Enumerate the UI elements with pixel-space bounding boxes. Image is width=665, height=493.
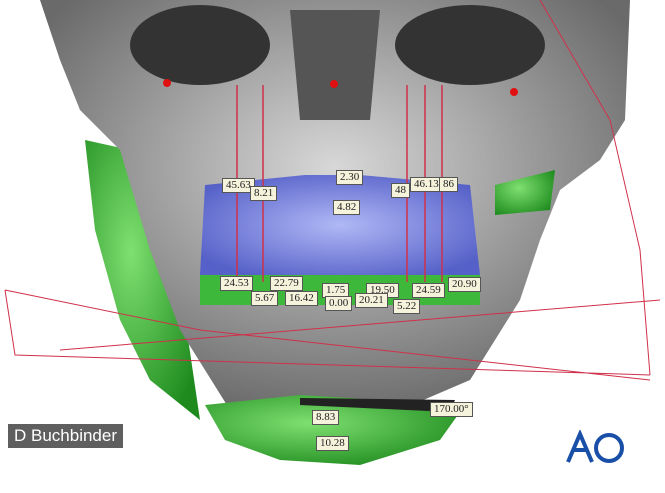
measurement-label: 5.22 [393, 299, 421, 314]
mandible-right [495, 170, 555, 215]
measurement-label: 2.30 [336, 170, 364, 185]
measurement-label: 0.00 [325, 296, 353, 311]
measurement-label: 48 [391, 183, 410, 198]
mandible-left [85, 140, 200, 420]
credit-label: D Buchbinder [8, 424, 124, 448]
measurement-label: 1.75 [322, 283, 350, 298]
measurement-label: 10.28 [316, 436, 349, 451]
measurement-label: 5.67 [251, 291, 279, 306]
measurement-label: 86 [439, 177, 458, 192]
measurement-label: 24.53 [220, 276, 253, 291]
measurement-label: 45.63 [222, 178, 255, 193]
measurement-label: 20.21 [355, 293, 388, 308]
ao-logo [566, 430, 624, 463]
measurement-label: 24.59 [412, 283, 445, 298]
angle-label: 170.00° [430, 402, 473, 417]
measurement-label: 4.82 [333, 200, 361, 215]
chin-segment [205, 395, 465, 465]
measurement-label: 16.42 [285, 291, 318, 306]
measurement-label: 20.90 [448, 277, 481, 292]
measurement-label: 46.13 [410, 177, 443, 192]
measurement-label: 8.21 [250, 186, 278, 201]
measurement-label: 8.83 [312, 410, 340, 425]
measurement-label: 22.79 [270, 276, 303, 291]
